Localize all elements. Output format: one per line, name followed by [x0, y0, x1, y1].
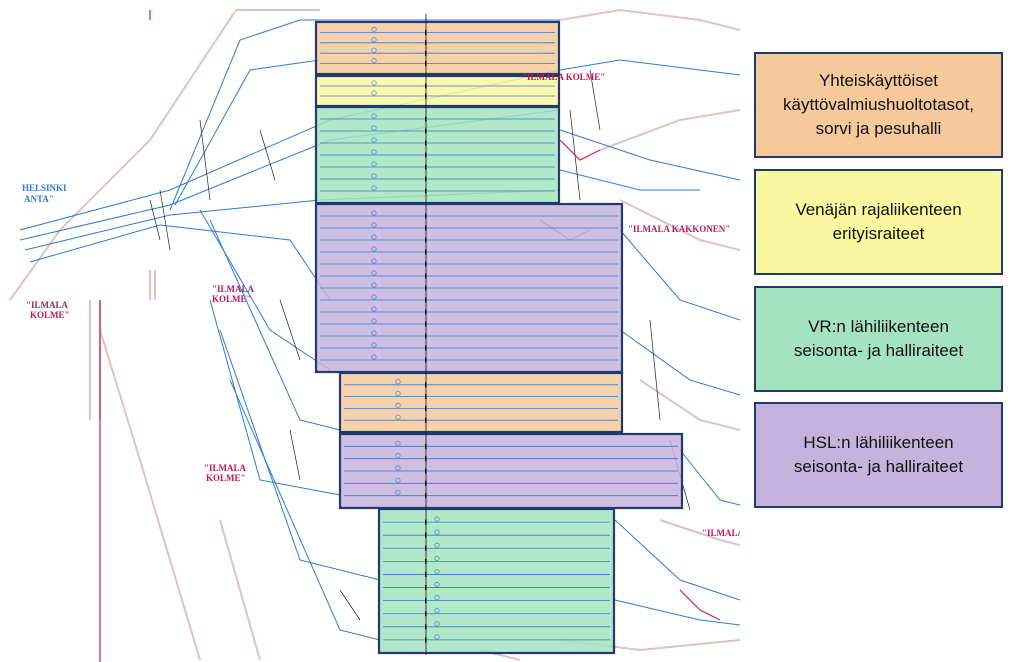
- legend-russia: Venäjän rajaliikenteen erityisraiteet: [754, 169, 1003, 275]
- track-marker: [371, 137, 377, 143]
- track-marker: [371, 222, 377, 228]
- track-marker: [371, 306, 377, 312]
- yard-block-maintenance: [338, 371, 624, 434]
- track-marker: [371, 125, 377, 131]
- legend-maintenance-text: Yhteiskäyttöiset käyttövalmiushuoltotaso…: [767, 69, 990, 141]
- legend-line: VR:n lähiliikenteen: [808, 317, 949, 336]
- track-marker: [371, 161, 377, 167]
- track-marker: [395, 465, 401, 471]
- legend-line: sorvi ja pesuhalli: [815, 119, 942, 138]
- legend-line: Venäjän rajaliikenteen: [795, 200, 962, 219]
- legend-vr: VR:n lähiliikenteen seisonta- ja hallira…: [754, 286, 1003, 392]
- track-marker: [434, 608, 440, 614]
- track-marker: [434, 568, 440, 574]
- label-ilmala-right: "ILMALA: [702, 528, 740, 538]
- track-marker: [371, 80, 377, 86]
- legend-vr-text: VR:n lähiliikenteen seisonta- ja hallira…: [778, 315, 979, 363]
- track-marker: [371, 90, 377, 96]
- track-marker: [371, 246, 377, 252]
- track-marker: [371, 354, 377, 360]
- label-helsinki-1: HELSINKI: [22, 183, 67, 193]
- label-ilmala-kolme-left-2: KOLME": [30, 310, 70, 320]
- track-marker: [371, 26, 377, 32]
- track-marker: [395, 379, 401, 385]
- legend-hsl: HSL:n lähiliikenteen seisonta- ja hallir…: [754, 402, 1003, 508]
- legend-line: seisonta- ja halliraiteet: [793, 341, 964, 360]
- track-marker: [371, 149, 377, 155]
- track-marker: [371, 173, 377, 179]
- track-marker: [395, 453, 401, 459]
- yard-block-maintenance: [314, 20, 561, 76]
- track-marker: [395, 402, 401, 408]
- legend-maintenance: Yhteiskäyttöiset käyttövalmiushuoltotaso…: [754, 52, 1003, 158]
- label-ilmala-kolme-mid-2: KOLME": [212, 294, 252, 304]
- track-marker: [371, 270, 377, 276]
- legend-line: HSL:n lähiliikenteen: [803, 433, 954, 452]
- legend-line: seisonta- ja halliraiteet: [793, 457, 964, 476]
- legend-line: erityisraiteet: [832, 224, 925, 243]
- legend-line: Yhteiskäyttöiset: [818, 71, 939, 90]
- label-ilmala-kakkonen: "ILMALA KAKKONEN": [628, 224, 730, 234]
- track-marker: [395, 414, 401, 420]
- track-marker: [434, 582, 440, 588]
- track-marker: [371, 294, 377, 300]
- track-marker: [395, 440, 401, 446]
- track-marker: [371, 185, 377, 191]
- yard-blocks: [314, 14, 684, 655]
- track-marker: [395, 490, 401, 496]
- map-labels: "ILMALA KOLME" "ILMALA KAKKONEN" "ILMALA…: [22, 72, 740, 538]
- track-marker: [371, 113, 377, 119]
- track-marker: [371, 58, 377, 64]
- track-marker: [371, 318, 377, 324]
- label-ilmala-kolme-low-1: "ILMALA: [204, 463, 246, 473]
- track-marker: [434, 555, 440, 561]
- label-ilmala-kolme-low-2: KOLME": [206, 473, 246, 483]
- legend-hsl-text: HSL:n lähiliikenteen seisonta- ja hallir…: [778, 431, 979, 479]
- track-marker: [434, 634, 440, 640]
- legend-line: käyttövalmiushuoltotasot,: [783, 95, 974, 114]
- rail-yard-map: "ILMALA KOLME" "ILMALA KAKKONEN" "ILMALA…: [9, 8, 740, 662]
- track-marker: [371, 37, 377, 43]
- label-helsinki-2: ANTA": [24, 194, 54, 204]
- legend-russia-text: Venäjän rajaliikenteen erityisraiteet: [779, 198, 977, 246]
- yard-block-vr: [377, 507, 616, 655]
- track-marker: [371, 210, 377, 216]
- label-ilmala-kolme-top: "ILMALA KOLME": [522, 72, 605, 82]
- track-marker: [371, 342, 377, 348]
- label-ilmala-kolme-mid-1: "ILMALA: [212, 284, 254, 294]
- track-marker: [371, 258, 377, 264]
- track-marker: [434, 621, 440, 627]
- track-marker: [371, 282, 377, 288]
- track-marker: [371, 47, 377, 53]
- track-marker: [434, 516, 440, 522]
- track-marker: [371, 330, 377, 336]
- track-marker: [395, 477, 401, 483]
- track-marker: [434, 529, 440, 535]
- track-marker: [371, 234, 377, 240]
- label-ilmala-kolme-left-1: "ILMALA: [26, 300, 68, 310]
- track-marker: [434, 595, 440, 601]
- track-marker: [395, 391, 401, 397]
- track-marker: [434, 542, 440, 548]
